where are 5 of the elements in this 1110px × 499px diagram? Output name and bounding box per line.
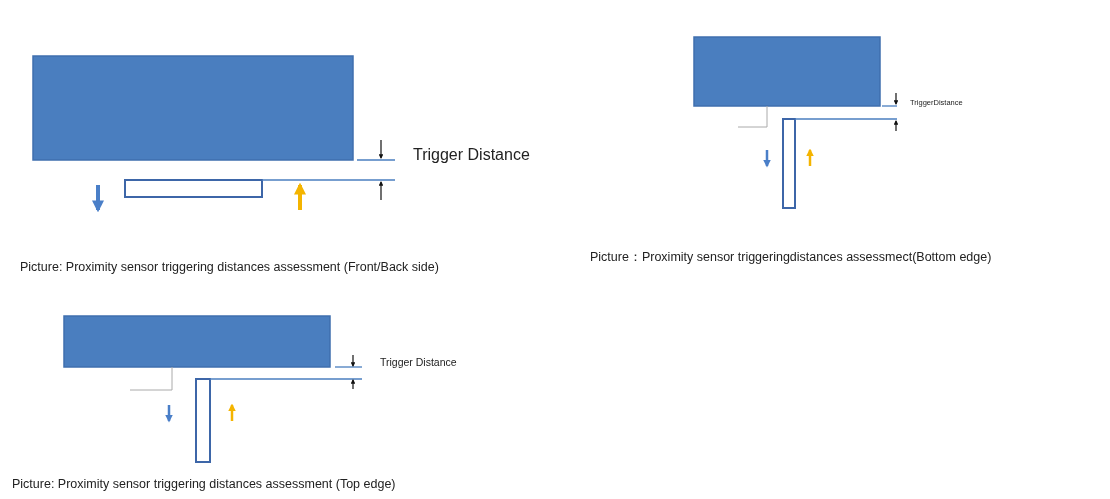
dimension-label: Trigger Distance (413, 146, 530, 164)
caption: Picture: Proximity sensor triggering distances assessment (Top edge) (12, 478, 396, 492)
caption: Picture：Proximity sensor triggeringdistances assessmect(Bottom edge) (590, 251, 992, 265)
dimension-label: Trigger Distance (380, 357, 457, 369)
caption: Picture: Proximity sensor triggering distances assessment (Front/Back side) (20, 261, 439, 275)
